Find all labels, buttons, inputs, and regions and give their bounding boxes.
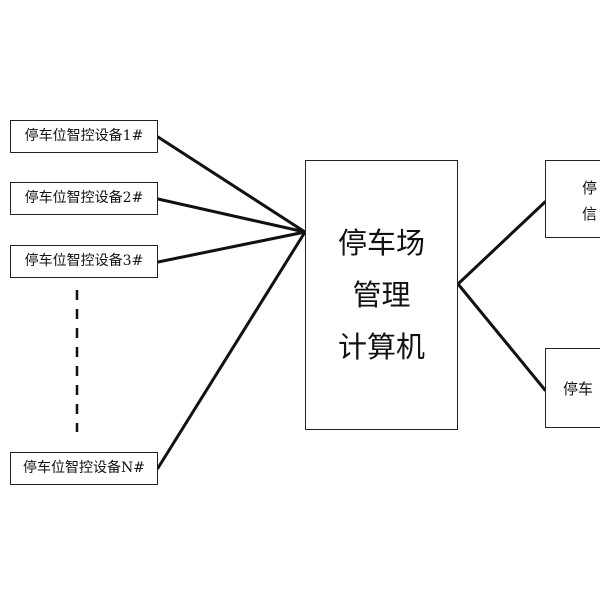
device-label: 停车位智控设备2# [24, 190, 144, 206]
device-label: 停车位智控设备1# [24, 128, 144, 144]
parking-device-2: 停车位智控设备2# [10, 182, 158, 215]
link-device-1 [156, 135, 307, 234]
output-box-1: 停 信 [545, 160, 600, 238]
parking-device-n: 停车位智控设备N# [10, 452, 158, 485]
center-label-line1: 停车场 [337, 226, 425, 260]
output-box-2: 停车 [545, 348, 600, 428]
link-device-2 [156, 197, 307, 234]
parking-management-computer: 停车场 管理 计算机 [305, 160, 458, 430]
parking-device-1: 停车位智控设备1# [10, 120, 158, 153]
output-1-line2: 信 [582, 205, 598, 223]
link-device-3 [156, 230, 307, 264]
output-1-line1: 停 [582, 179, 598, 197]
link-output-1 [456, 200, 547, 286]
center-label-line3: 计算机 [337, 330, 425, 364]
device-label: 停车位智控设备3# [24, 253, 144, 269]
device-label: 停车位智控设备N# [23, 460, 145, 476]
link-output-2 [456, 282, 547, 392]
link-device-n [156, 230, 307, 470]
center-label-line2: 管理 [352, 278, 411, 312]
parking-device-3: 停车位智控设备3# [10, 245, 158, 278]
output-2-line1: 停车 [563, 380, 594, 398]
